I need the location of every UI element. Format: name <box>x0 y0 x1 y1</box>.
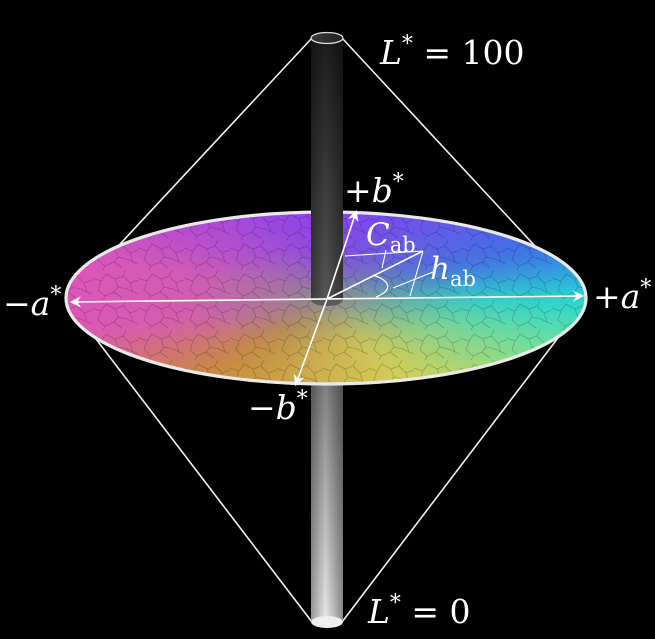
label-chroma: Cab <box>366 217 416 257</box>
label-l-max: L* = 100 <box>379 32 525 72</box>
lightness-cylinder-lower <box>311 360 343 628</box>
label-minus-a: −a* <box>3 283 61 323</box>
label-l-min: L* = 0 <box>367 591 471 631</box>
label-plus-a: +a* <box>593 276 651 316</box>
lightness-cylinder-upper <box>310 31 344 306</box>
hue-angle <box>372 271 434 298</box>
label-minus-b: −b* <box>248 387 308 427</box>
label-plus-b: +b* <box>344 170 404 210</box>
chroma-vector <box>326 249 424 300</box>
label-hue-angle: hab <box>430 251 476 291</box>
b-axis <box>293 209 359 387</box>
